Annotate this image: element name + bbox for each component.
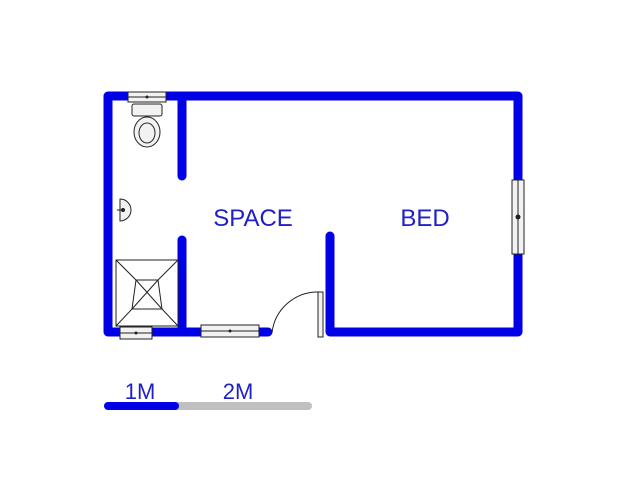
window-top	[127, 91, 167, 103]
entrance-door	[271, 291, 324, 338]
window-bottom-middle	[200, 324, 260, 338]
basin-icon	[117, 198, 132, 222]
shower-icon	[115, 259, 179, 327]
outer-wall-main	[103, 91, 523, 337]
scale-bar: 1M 2M	[104, 379, 312, 410]
door-swing-arc	[271, 291, 319, 334]
door-leaf	[317, 291, 324, 338]
scale-label-1m: 1M	[125, 379, 156, 404]
toilet-icon	[131, 103, 163, 148]
window-right	[511, 179, 525, 255]
window-bottom-left	[119, 326, 153, 340]
scale-label-2m: 2M	[223, 379, 254, 404]
room-label-bed: BED	[400, 205, 449, 232]
walls	[103, 91, 523, 337]
room-label-space: SPACE	[213, 205, 293, 232]
